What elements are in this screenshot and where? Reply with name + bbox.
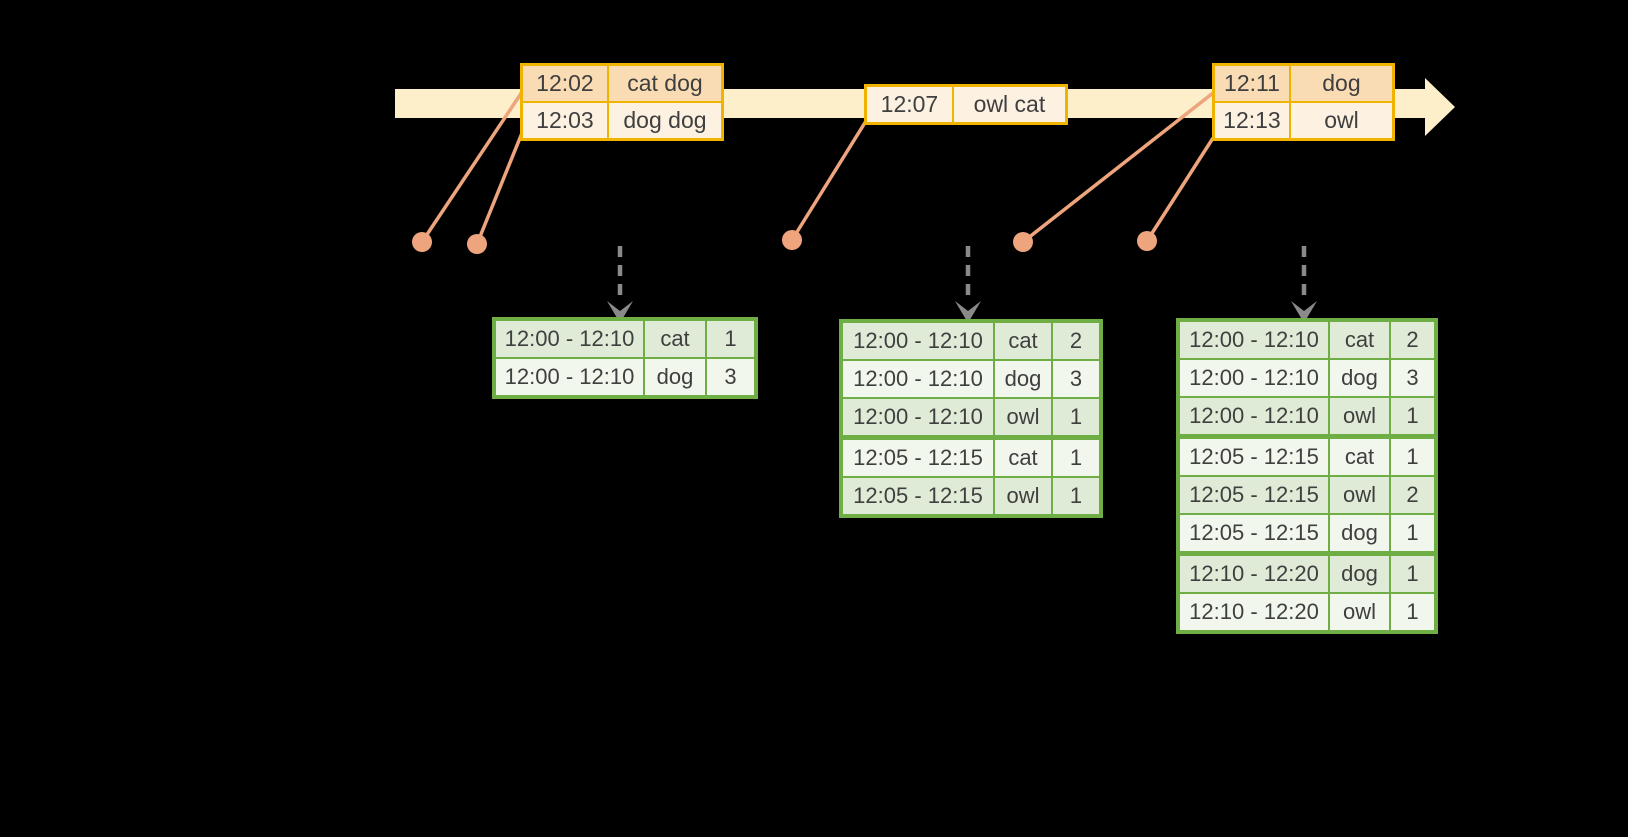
result-window-cell: 12:00 - 12:10 [840,320,995,361]
result-window-cell: 12:10 - 12:20 [1177,551,1330,594]
event-connector-line [790,120,868,241]
result-word-cell: cat [993,435,1053,478]
result-word-cell: dog [1328,513,1391,555]
result-word-cell: owl [1328,475,1391,515]
arrow-down-icon [607,301,633,323]
result-row: 12:10 - 12:20 owl 1 [1177,592,1437,633]
result-window-cell: 12:00 - 12:10 [840,359,995,399]
result-table-3: 12:00 - 12:10 cat 2 12:00 - 12:10 dog 3 … [1176,318,1438,634]
arrow-down-icon [955,301,981,323]
result-word-cell: dog [1328,551,1391,594]
result-count-cell: 2 [1389,319,1437,360]
timeline-arrowhead-icon [1425,78,1455,136]
result-word-cell: cat [643,318,707,359]
arrow-down-icon [1291,301,1317,323]
result-row: 12:05 - 12:15 owl 1 [840,476,1102,517]
result-count-cell: 1 [1051,397,1102,439]
event-row: 12:02 cat dog [520,63,724,103]
timeline-event-dot [1013,232,1033,252]
result-count-cell: 3 [1051,359,1102,399]
event-row: 12:07 owl cat [864,84,1068,125]
result-window-cell: 12:10 - 12:20 [1177,592,1330,633]
result-window-cell: 12:05 - 12:15 [1177,475,1330,515]
result-count-cell: 1 [1051,435,1102,478]
result-count-cell: 1 [705,318,757,359]
event-words-cell: cat dog [606,63,724,103]
result-count-cell: 1 [1389,592,1437,633]
result-word-cell: owl [1328,396,1391,438]
timeline-event-dot [1137,231,1157,251]
result-count-cell: 1 [1389,434,1437,477]
result-window-cell: 12:00 - 12:10 [1177,319,1330,360]
result-table-2: 12:00 - 12:10 cat 2 12:00 - 12:10 dog 3 … [839,319,1103,518]
result-count-cell: 1 [1051,476,1102,517]
event-row: 12:11 dog [1212,63,1395,103]
result-window-cell: 12:00 - 12:10 [493,357,645,398]
event-connector-line [475,132,524,245]
result-row: 12:00 - 12:10 dog 3 [493,357,757,398]
result-row: 12:00 - 12:10 cat 2 [1177,319,1437,360]
result-count-cell: 2 [1051,320,1102,361]
event-row: 12:13 owl [1212,101,1395,141]
trigger-down-arrow [955,246,981,323]
result-word-cell: dog [993,359,1053,399]
result-word-cell: dog [643,357,707,398]
event-table-2: 12:07 owl cat [864,84,1068,125]
result-row: 12:05 - 12:15 cat 1 [840,435,1102,478]
result-table-1: 12:00 - 12:10 cat 1 12:00 - 12:10 dog 3 [492,317,758,399]
result-row: 12:00 - 12:10 cat 1 [493,318,757,359]
result-row: 12:00 - 12:10 owl 1 [1177,396,1437,438]
trigger-down-arrow [607,246,633,323]
result-word-cell: cat [1328,434,1391,477]
result-word-cell: cat [1328,319,1391,360]
result-row: 12:10 - 12:20 dog 1 [1177,551,1437,594]
result-count-cell: 1 [1389,551,1437,594]
event-table-1: 12:02 cat dog 12:03 dog dog [520,63,724,141]
event-time-cell: 12:11 [1212,63,1291,103]
result-window-cell: 12:05 - 12:15 [840,476,995,517]
result-window-cell: 12:00 - 12:10 [1177,358,1330,398]
result-count-cell: 1 [1389,396,1437,438]
result-word-cell: cat [993,320,1053,361]
result-count-cell: 3 [1389,358,1437,398]
event-row: 12:03 dog dog [520,101,724,141]
result-window-cell: 12:05 - 12:15 [1177,513,1330,555]
result-row: 12:00 - 12:10 cat 2 [840,320,1102,361]
result-window-cell: 12:00 - 12:10 [840,397,995,439]
event-words-cell: dog dog [606,101,724,141]
result-word-cell: owl [1328,592,1391,633]
event-table-3: 12:11 dog 12:13 owl [1212,63,1395,141]
event-words-cell: dog [1288,63,1395,103]
timeline-event-dot [467,234,487,254]
result-row: 12:05 - 12:15 owl 2 [1177,475,1437,515]
result-window-cell: 12:00 - 12:10 [1177,396,1330,438]
result-word-cell: owl [993,397,1053,439]
result-word-cell: dog [1328,358,1391,398]
trigger-down-arrow [1291,246,1317,323]
result-row: 12:00 - 12:10 dog 3 [1177,358,1437,398]
result-row: 12:00 - 12:10 dog 3 [840,359,1102,399]
result-row: 12:05 - 12:15 cat 1 [1177,434,1437,477]
result-count-cell: 1 [1389,513,1437,555]
result-count-cell: 3 [705,357,757,398]
timeline-event-dot [782,230,802,250]
result-row: 12:00 - 12:10 owl 1 [840,397,1102,439]
result-count-cell: 2 [1389,475,1437,515]
event-time-cell: 12:03 [520,101,609,141]
timeline-event-dot [412,232,432,252]
event-connector-line [1145,137,1215,242]
event-time-cell: 12:13 [1212,101,1291,141]
event-words-cell: owl cat [951,84,1068,125]
result-window-cell: 12:00 - 12:10 [493,318,645,359]
event-connector-line [1021,91,1215,244]
result-row: 12:05 - 12:15 dog 1 [1177,513,1437,555]
event-time-cell: 12:02 [520,63,609,103]
result-word-cell: owl [993,476,1053,517]
event-connector-line [420,91,524,243]
event-words-cell: owl [1288,101,1395,141]
result-window-cell: 12:05 - 12:15 [840,435,995,478]
event-time-cell: 12:07 [864,84,954,125]
result-window-cell: 12:05 - 12:15 [1177,434,1330,477]
